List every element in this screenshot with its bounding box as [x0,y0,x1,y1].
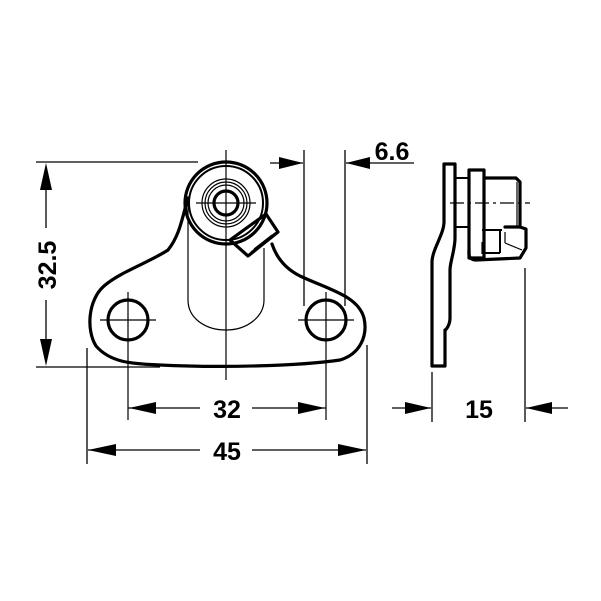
dimension-height: 32.5 [34,161,198,368]
side-plate [430,162,457,368]
dimension-depth: 15 [392,268,568,424]
side-clip [467,225,528,262]
dimension-height-label: 32.5 [34,241,62,290]
dimension-hole-spacing-label: 32 [213,396,241,424]
dimension-hole-spacing: 32 [128,396,326,424]
clip-tab [228,212,280,258]
dimension-overall-width: 45 [86,345,368,466]
dimension-overall-width-label: 45 [213,438,241,466]
side-view [430,162,530,368]
side-housing-body [482,176,522,229]
plate-outline [88,196,367,368]
dimension-offset: 6.6 [270,138,414,306]
side-housing-flange [467,168,486,260]
front-view [88,150,367,420]
dimension-depth-label: 15 [465,396,493,424]
dimension-offset-label: 6.6 [375,138,410,166]
